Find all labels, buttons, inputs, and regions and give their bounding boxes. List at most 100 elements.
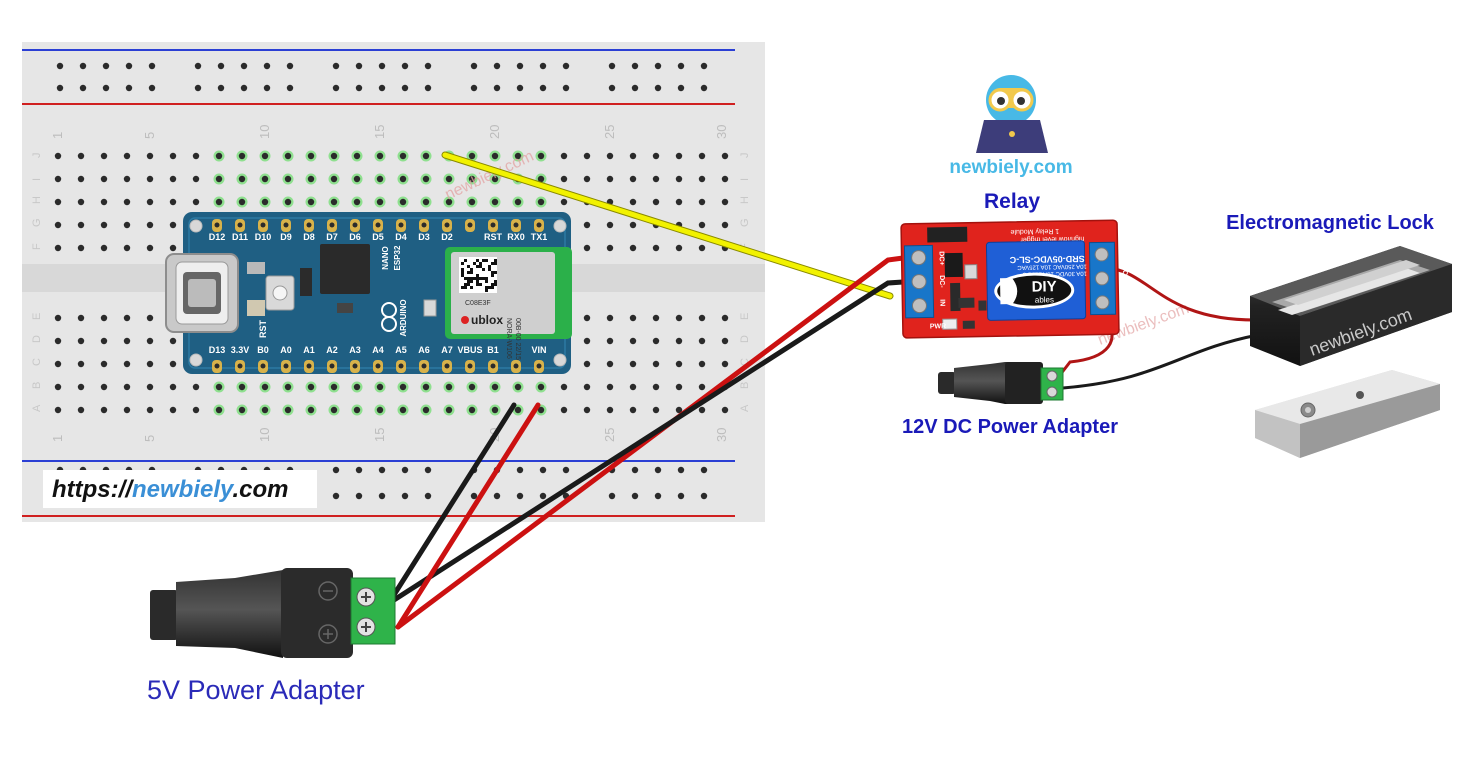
row-letter: I: [739, 178, 751, 181]
breadboard-hole: [399, 406, 407, 414]
url-box[interactable]: https://newbiely.com: [43, 470, 317, 508]
qr-cell: [470, 280, 473, 283]
ublox-module: C08E3F 00B-00 22/15 NORA-W106 ublox: [423, 247, 572, 360]
qr-cell: [494, 283, 497, 286]
brand-top: DIY: [1032, 278, 1057, 295]
breadboard-hole: [631, 492, 639, 500]
breadboard-hole: [284, 175, 292, 183]
brand-bottom: ables: [1035, 295, 1054, 304]
pin-label: A1: [303, 345, 315, 355]
breadboard-hole: [539, 492, 547, 500]
breadboard-hole: [192, 152, 200, 160]
red-wire-board[interactable]: [395, 402, 541, 630]
arduino-nano-esp32: D12 D11 D10 D9 D8 D7 D6 D5 D4 D3 D2 RST …: [165, 212, 572, 374]
module-line: C08E3F: [465, 300, 491, 307]
breadboard-hole: [146, 406, 154, 414]
breadboard-hole: [169, 360, 177, 368]
board-pad-hole: [467, 363, 473, 369]
breadboard-hole: [330, 198, 338, 206]
breadboard-hole: [721, 406, 729, 414]
column-number: 10: [257, 428, 272, 442]
row-letter: E: [739, 313, 751, 320]
breadboard-hole: [125, 62, 133, 70]
black-wire-lock[interactable]: [1062, 333, 1259, 390]
board-pad-hole: [490, 222, 496, 228]
breadboard-hole: [100, 360, 108, 368]
qr-cell: [464, 277, 467, 280]
qr-cell: [482, 268, 485, 271]
breadboard-hole: [654, 492, 662, 500]
reset-button[interactable]: RST: [258, 275, 295, 338]
breadboard-hole: [698, 152, 706, 160]
qr-cell: [491, 283, 494, 286]
breadboard-hole: [583, 360, 591, 368]
breadboard-hole: [54, 221, 62, 229]
qr-cell: [476, 265, 479, 268]
breadboard-hole: [677, 62, 685, 70]
module-line: NORA-W106: [505, 318, 512, 359]
breadboard-hole: [307, 175, 315, 183]
plus-icon: [318, 624, 338, 644]
breadboard-hole: [629, 198, 637, 206]
url-suffix: .com: [232, 476, 288, 503]
breadboard-hole: [493, 62, 501, 70]
qr-cell: [476, 283, 479, 286]
yellow-signal-wire[interactable]: [442, 152, 893, 299]
pin-label: RST: [484, 232, 503, 242]
breadboard-hole: [378, 84, 386, 92]
qr-cell: [494, 259, 497, 262]
red-wire-relay-dc[interactable]: [395, 255, 906, 630]
pin-label: D13: [209, 345, 226, 355]
qr-cell: [470, 286, 473, 289]
breadboard-hole: [286, 62, 294, 70]
board-pad-hole: [421, 363, 427, 369]
module-brand: ublox: [471, 313, 503, 327]
relay-output-terminal[interactable]: [1088, 241, 1117, 316]
breadboard-hole: [378, 492, 386, 500]
breadboard-hole: [123, 314, 131, 322]
relay-title-line: 1 Relay Module: [1010, 227, 1059, 235]
board-pads: [212, 219, 544, 373]
qr-cell: [464, 286, 467, 289]
pin-label: A5: [395, 345, 407, 355]
qr-cell: [482, 259, 485, 262]
breadboard-hole: [146, 152, 154, 160]
breadboard-hole: [470, 492, 478, 500]
breadboard-hole: [100, 406, 108, 414]
qr-cell: [491, 274, 494, 277]
breadboard-hole: [675, 198, 683, 206]
breadboard-hole: [445, 175, 453, 183]
qr-cell: [479, 265, 482, 268]
breadboard-hole: [491, 406, 499, 414]
breadboard-hole: [332, 62, 340, 70]
terminal-5v[interactable]: [350, 577, 396, 645]
breadboard-hole: [537, 152, 545, 160]
qr-cell: [461, 268, 464, 271]
breadboard-hole: [470, 84, 478, 92]
terminal-12v[interactable]: [1040, 367, 1064, 401]
breadboard-hole: [148, 84, 156, 92]
breadboard-hole: [54, 406, 62, 414]
power-led-label: PWR: [930, 323, 946, 330]
board-pad-hole: [536, 222, 542, 228]
breadboard-hole: [493, 84, 501, 92]
breadboard-hole: [102, 62, 110, 70]
laptop-icon: [976, 120, 1048, 153]
reset-button-label: RST: [258, 319, 268, 338]
module-line: 00B-00 22/15: [514, 318, 521, 360]
diyables-logo: DIY ables: [994, 272, 1075, 309]
breadboard-hole: [77, 406, 85, 414]
qr-cell: [485, 280, 488, 283]
relay-pin-label: NC: [1121, 296, 1128, 306]
breadboard-hole: [468, 152, 476, 160]
breadboard-hole: [675, 406, 683, 414]
red-wire-lock[interactable]: [1105, 266, 1256, 322]
logo-text: newbiely.com: [949, 157, 1072, 178]
black-wire-board[interactable]: [389, 402, 517, 601]
breadboard-hole: [238, 198, 246, 206]
relay-input-terminal[interactable]: [903, 244, 935, 319]
column-number: 5: [142, 435, 157, 442]
black-wire-relay-dc[interactable]: [391, 279, 906, 603]
breadboard-hole: [445, 383, 453, 391]
qr-cell: [467, 280, 470, 283]
